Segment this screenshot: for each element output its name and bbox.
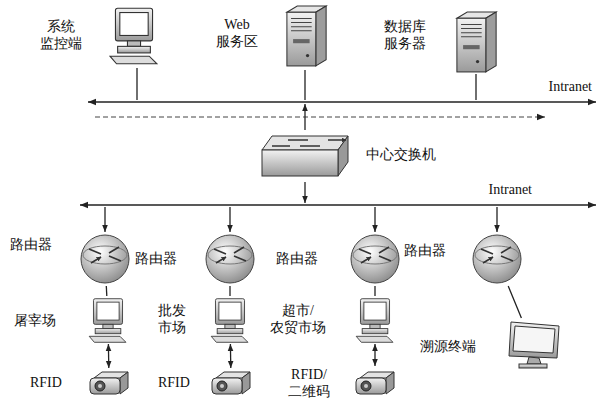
node-label: Web 服务区 — [216, 16, 258, 50]
connector — [229, 286, 230, 296]
router-icon — [351, 235, 399, 283]
connector — [108, 344, 110, 368]
intranet-bus — [80, 204, 596, 206]
device-node: 数据库 服务器 — [380, 6, 504, 74]
node-label: 超市/ 农贸市场 — [270, 302, 326, 336]
device-node: 溯源终端 — [416, 318, 566, 374]
connector — [508, 286, 521, 318]
node-label: RFID/ 二维码 — [288, 366, 330, 399]
node-label: 路由器 — [276, 250, 318, 267]
node-label: RFID — [158, 374, 190, 391]
connector — [475, 74, 476, 100]
connector — [304, 182, 305, 203]
bus-label: Intranet — [75, 181, 596, 198]
device-node: 路由器 — [135, 232, 257, 286]
server-icon — [287, 6, 326, 66]
connector — [374, 286, 375, 296]
device-node: 中心交换机 — [256, 130, 446, 182]
node-label: 溯源终端 — [420, 338, 476, 355]
device-node: RFID — [24, 368, 140, 398]
server-icon — [457, 12, 496, 72]
rfid-reader-icon — [90, 372, 128, 394]
connector — [104, 207, 105, 232]
switch-icon — [262, 136, 348, 176]
node-label: 中心交换机 — [366, 146, 436, 163]
node-label: 系统 监控端 — [40, 18, 82, 52]
network-bus: Intranet — [85, 100, 599, 104]
bus-label: Intranet — [82, 78, 596, 95]
connector — [374, 344, 375, 366]
pc-icon — [211, 299, 248, 343]
connector — [136, 68, 137, 100]
rfid-reader-icon — [212, 372, 250, 394]
node-label: 数据库 服务器 — [384, 18, 426, 52]
connector — [229, 207, 230, 232]
connector — [304, 104, 305, 130]
node-label: 路由器 — [10, 236, 52, 253]
connector — [230, 344, 232, 368]
device-node: 屠宰场 — [12, 296, 132, 344]
device-node: 路由器 — [276, 232, 402, 286]
router-icon — [81, 235, 129, 283]
device-node: 系统 监控端 — [36, 4, 164, 68]
pc-icon — [356, 299, 393, 343]
device-node: RFID/ 二维码 — [286, 366, 404, 398]
intranet-bus — [88, 101, 596, 103]
node-label: 屠宰场 — [14, 312, 56, 329]
connector — [304, 70, 305, 100]
node-label: 路由器 — [135, 250, 177, 267]
network-bus: Intranet — [78, 203, 599, 207]
node-label: RFID — [30, 374, 62, 391]
terminal-icon — [509, 322, 559, 368]
connector — [106, 286, 108, 296]
pc-icon — [89, 299, 126, 343]
node-label: 批发 市场 — [158, 302, 186, 336]
data-flow-line — [95, 117, 545, 118]
node-label: 路由器 — [404, 242, 446, 259]
pc-icon — [110, 8, 157, 64]
device-node: 路由器 — [402, 232, 524, 286]
device-node: RFID — [150, 368, 254, 398]
rfid-reader-icon — [356, 372, 394, 394]
connector — [374, 207, 375, 232]
device-node: 超市/ 农贸市场 — [268, 296, 402, 344]
router-icon — [473, 235, 521, 283]
device-node: Web 服务区 — [210, 2, 334, 70]
device-node: 批发 市场 — [150, 296, 254, 344]
device-node: 路由器 — [8, 232, 134, 286]
connector — [496, 207, 497, 232]
router-icon — [206, 235, 254, 283]
